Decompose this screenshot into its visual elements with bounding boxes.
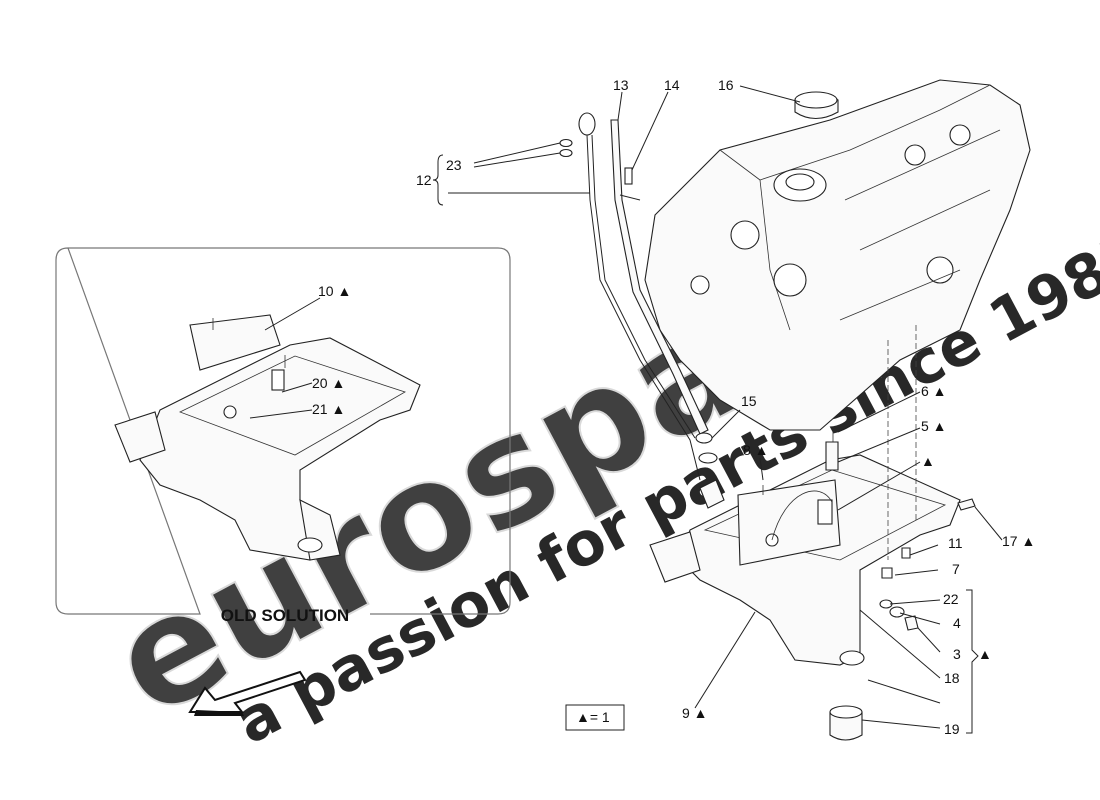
callout-triangle-upper: ▲ [921,453,935,469]
callout-5: 5 ▲ [921,418,947,434]
callout-14: 14 [664,77,680,93]
callout-22: 22 [943,591,959,607]
oil-filler-cap [794,91,839,120]
callout-7: 7 [952,561,960,577]
callout-16: 16 [718,77,734,93]
callout-4: 4 [953,615,961,631]
dipstick-assembly [559,112,725,509]
direction-arrow [188,670,307,716]
old-solution-label: OLD SOLUTION [221,606,349,625]
callout-17: 17 ▲ [1002,533,1035,549]
callout-19: 19 [944,721,960,737]
callout-10: 10 ▲ [318,283,351,299]
callout-23: 23 [446,157,462,173]
callout-8: 8 ▲ [743,442,769,458]
callout-13: 13 [613,77,629,93]
callout-21: 21 ▲ [312,401,345,417]
callout-12: 12 [416,172,432,188]
new-oil-pan [649,325,976,741]
legend: ▲= 1 [565,704,625,731]
old-oil-pan [114,314,421,561]
old-solution-panel: OLD SOLUTION [55,247,511,625]
engine-block [644,79,1031,431]
callout-6: 6 ▲ [921,383,947,399]
callout-18: 18 [944,670,960,686]
callout-labels: 23 12 13 14 16 15 6 ▲ 5 ▲ ▲ 8 ▲ 17 ▲ 11 … [312,77,1035,737]
callout-triangle-3: ▲ [978,646,992,662]
callout-3: 3 [953,646,961,662]
callout-20: 20 ▲ [312,375,345,391]
legend-text: ▲= 1 [576,709,610,725]
leader-lines [249,85,1003,734]
callout-11: 11 [948,535,963,551]
callout-15: 15 [741,393,757,409]
callout-9: 9 ▲ [682,705,708,721]
